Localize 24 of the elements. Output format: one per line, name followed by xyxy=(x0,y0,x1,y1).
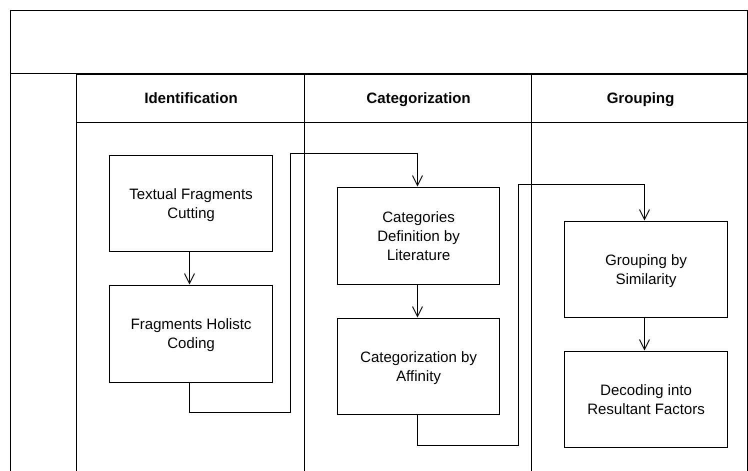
swimlane xyxy=(76,74,304,471)
connector-arrow xyxy=(189,153,423,413)
connector-arrow xyxy=(639,316,650,350)
process-label: Textual Fragments Cutting xyxy=(128,184,254,222)
process-box xyxy=(564,221,728,318)
process-label: Fragments Holistc Coding xyxy=(130,315,252,353)
lane-title: Grouping xyxy=(606,90,674,107)
pool-frame xyxy=(10,10,748,471)
lane-title: Identification xyxy=(144,90,238,107)
process-box xyxy=(109,285,273,383)
process-label: Categories Definition by Literature xyxy=(376,208,461,264)
process-box xyxy=(337,318,500,415)
process-label: Decoding into Resultant Factors xyxy=(586,380,706,418)
connector-arrow xyxy=(184,250,195,284)
process-box xyxy=(564,351,728,448)
connector-arrow xyxy=(412,283,423,317)
process-label: Grouping by Similarity xyxy=(604,250,688,288)
swimlane xyxy=(531,74,748,471)
lane-title: Categorization xyxy=(366,90,471,107)
swimlane xyxy=(304,74,531,471)
process-box xyxy=(109,155,273,252)
connector-arrow xyxy=(417,184,650,446)
process-box xyxy=(337,187,500,285)
process-label: Categorization by Affinity xyxy=(359,348,478,386)
